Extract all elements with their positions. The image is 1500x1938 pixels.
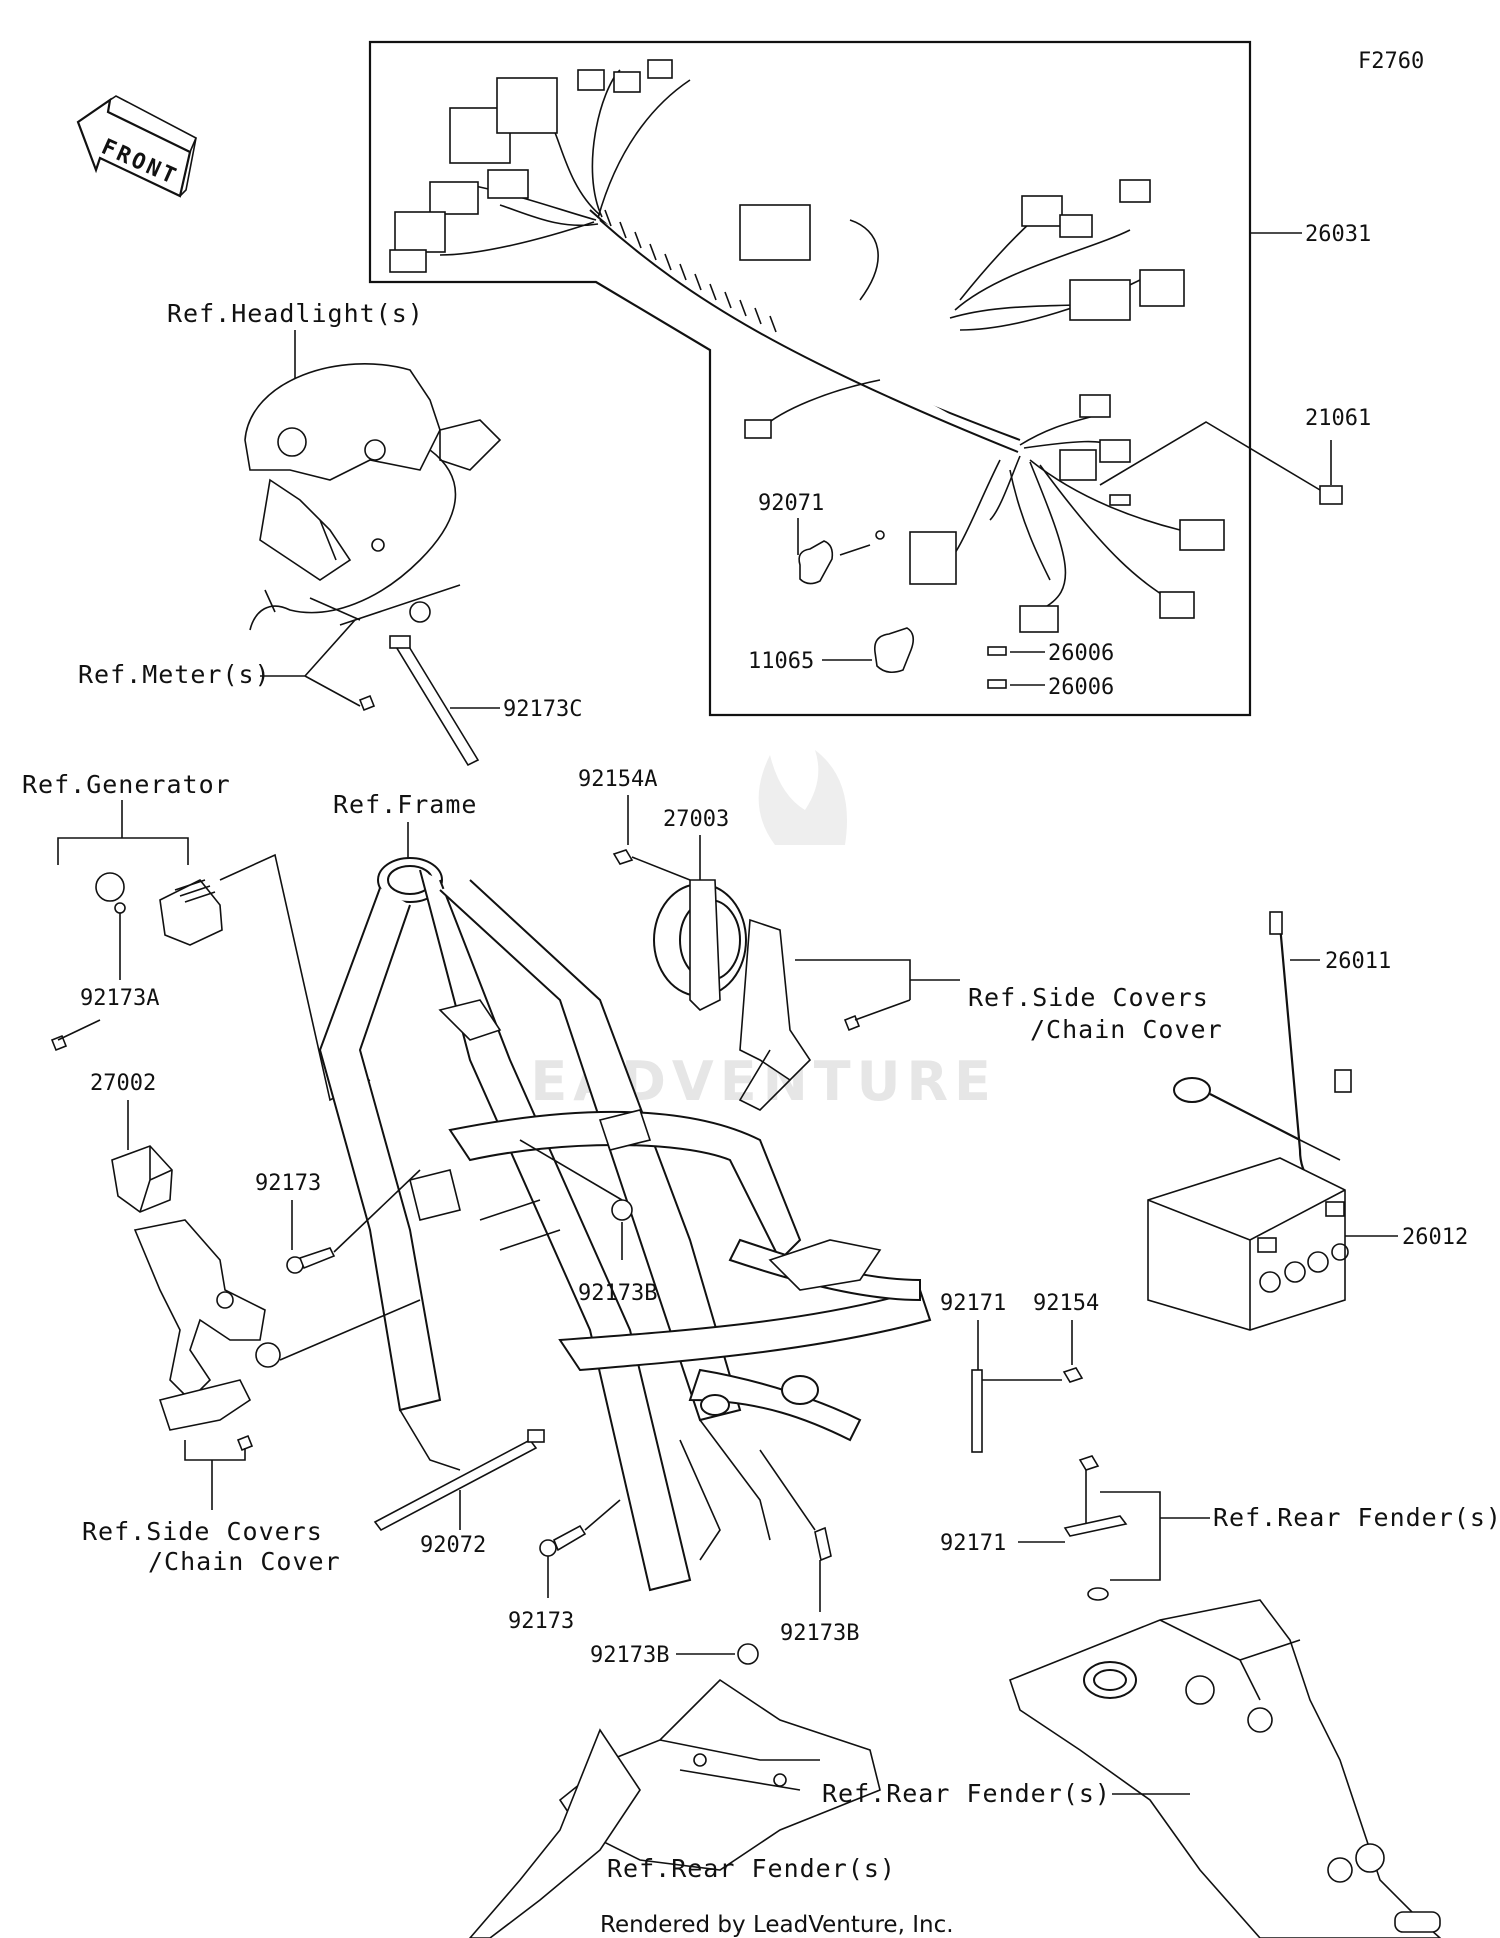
fuse-icon bbox=[987, 679, 1007, 689]
clamp-92173-upper: 92173 bbox=[255, 1169, 421, 1274]
headlight-bracket: Ref.Headlight(s) Ref.Meter(s) 92173C bbox=[78, 299, 582, 767]
part-92072-label: 92072 bbox=[420, 1533, 486, 1558]
part-26011-label: 26011 bbox=[1325, 949, 1391, 974]
clamp-92173-lower: 92173 bbox=[508, 1499, 621, 1634]
clamp-92173B-mid: 92173B bbox=[519, 1139, 657, 1306]
battery-icon bbox=[1147, 1157, 1346, 1331]
relay-bracket-group: 27002 Ref.Side Covers /Chain Cover bbox=[82, 1071, 421, 1576]
ref-rear-fender-label-a: Ref.Rear Fender(s) bbox=[1213, 1503, 1500, 1532]
part-21061-label: 21061 bbox=[1305, 406, 1371, 431]
part-26006-label-a: 26006 bbox=[1048, 641, 1114, 666]
clamp-icon bbox=[611, 1199, 633, 1221]
part-92173-label-a: 92173 bbox=[255, 1171, 321, 1196]
watermark: LEADVENTURE bbox=[490, 750, 997, 1113]
part-92173B-label-a: 92173B bbox=[578, 1281, 657, 1306]
bolt-icon bbox=[1062, 1367, 1084, 1383]
watermark-text: LEADVENTURE bbox=[490, 1050, 997, 1113]
bracket-icon bbox=[1063, 1515, 1128, 1537]
part-92171-label-a: 92171 bbox=[940, 1291, 1006, 1316]
ref-side-covers-1b: /Chain Cover bbox=[1030, 1015, 1223, 1044]
part-27003-label: 27003 bbox=[663, 807, 729, 832]
regulator-icon bbox=[159, 878, 223, 946]
ref-side-covers-1a: Ref.Side Covers bbox=[968, 983, 1209, 1012]
cable-tie-icon bbox=[373, 1438, 538, 1532]
ref-frame-label: Ref.Frame bbox=[333, 790, 477, 819]
clamp-icon bbox=[539, 1539, 557, 1557]
cable-tie-icon bbox=[393, 644, 480, 767]
connector-cap-icon bbox=[1319, 485, 1343, 505]
ref-rear-fender-label-b: Ref.Rear Fender(s) bbox=[822, 1779, 1111, 1808]
bolt-icon bbox=[612, 849, 634, 865]
harness-assembly: 26031 bbox=[368, 40, 1371, 717]
ref-side-covers-2a: Ref.Side Covers bbox=[82, 1517, 323, 1546]
strap-92171-92154: 92171 92154 bbox=[940, 1291, 1099, 1453]
boot-icon bbox=[873, 627, 915, 674]
strap-icon bbox=[971, 1369, 983, 1453]
frame-assembly: Ref.Frame bbox=[318, 790, 932, 1592]
ref-meter-label: Ref.Meter(s) bbox=[78, 660, 271, 689]
bolt-icon bbox=[1078, 1455, 1100, 1471]
rear-fender-inner: Ref.Rear Fender(s) bbox=[468, 1678, 896, 1938]
ref-headlight-label: Ref.Headlight(s) bbox=[167, 299, 424, 328]
generator-group: Ref.Generator 92173A bbox=[22, 770, 371, 1102]
part-92154A-label: 92154A bbox=[578, 767, 657, 792]
cable-tie-92072: 92072 bbox=[373, 1429, 545, 1558]
front-arrow-icon: FRONT bbox=[76, 95, 198, 198]
part-92071-label: 92071 bbox=[758, 491, 824, 516]
clamp-icon bbox=[737, 1643, 759, 1665]
part-26031-label: 26031 bbox=[1305, 222, 1371, 247]
rear-fender-outer: 92171 Ref.Rear Fender(s) Ref.Rear Fender… bbox=[822, 1455, 1500, 1938]
diagram-code: F2760 bbox=[1358, 49, 1424, 74]
relay-icon bbox=[111, 1145, 173, 1213]
clamp-92173B-lower: 92173B 92173B bbox=[590, 1449, 859, 1668]
ref-side-covers-2b: /Chain Cover bbox=[148, 1547, 341, 1576]
part-27002-label: 27002 bbox=[90, 1071, 156, 1096]
part-26012-label: 26012 bbox=[1402, 1225, 1468, 1250]
part-92173-label-b: 92173 bbox=[508, 1609, 574, 1634]
ref-generator-label: Ref.Generator bbox=[22, 770, 231, 799]
part-92173B-label-c: 92173B bbox=[590, 1643, 669, 1668]
part-92154-label: 92154 bbox=[1033, 1291, 1099, 1316]
ref-rear-fender-label-c: Ref.Rear Fender(s) bbox=[607, 1854, 896, 1883]
fuse-icon bbox=[987, 646, 1007, 656]
part-92173B-label-b: 92173B bbox=[780, 1621, 859, 1646]
part-92173C-label: 92173C bbox=[503, 697, 582, 722]
cap-icon bbox=[798, 540, 834, 585]
relay-block bbox=[909, 531, 957, 585]
part-26006-label-b: 26006 bbox=[1048, 675, 1114, 700]
horn-group: 92154A 27003 Ref.Side Covers /Chain Cove… bbox=[578, 767, 1223, 1111]
part-92171-label-b: 92171 bbox=[940, 1531, 1006, 1556]
part-92173A-label: 92173A bbox=[80, 986, 159, 1011]
credit-text: Rendered by LeadVenture, Inc. bbox=[600, 1912, 954, 1938]
battery-group: 26011 26012 bbox=[1147, 911, 1468, 1331]
part-11065-label: 11065 bbox=[748, 649, 814, 674]
